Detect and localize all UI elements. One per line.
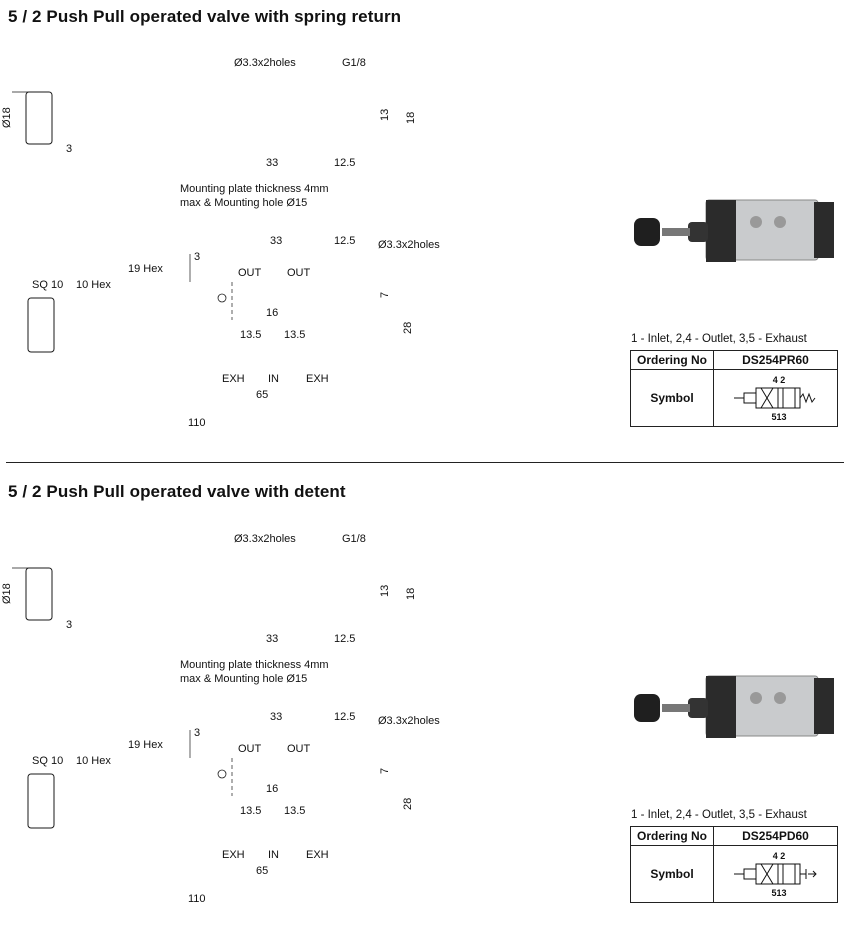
exh-port-label: EXH: [222, 373, 245, 385]
section-divider: [6, 462, 844, 463]
dim-7-label: 7: [379, 768, 391, 774]
dim-110-label: 110: [188, 417, 206, 429]
ordering-table: Ordering No DS254PR60 Symbol 4 2 513: [630, 350, 838, 427]
mounting-note: max & Mounting hole Ø15: [180, 673, 307, 685]
sq-10-label: SQ 10: [32, 755, 63, 767]
valve-symbol-cell: 4 2 513: [713, 369, 838, 427]
in-port-label: IN: [268, 373, 279, 385]
ordering-table: Ordering No DS254PD60 Symbol 4 2 513: [630, 826, 838, 903]
dim-13-5-label: 13.5: [240, 805, 261, 817]
valve-symbol-icon: 4 2 513: [733, 851, 817, 898]
mounting-note: max & Mounting hole Ø15: [180, 197, 307, 209]
side-view: 3 33 12.5 Ø3.3x2holes SQ 10 10 Hex 19 He…: [27, 235, 440, 429]
mounting-note: Mounting plate thickness 4mm: [180, 183, 329, 195]
ordering-no-value: DS254PR60: [713, 350, 838, 370]
knob-diameter-label: Ø18: [1, 583, 13, 604]
product-photo: [634, 199, 834, 262]
product-photo: [634, 675, 834, 738]
hex-19-label: 19 Hex: [128, 263, 163, 275]
ordering-no-label: Ordering No: [630, 826, 714, 846]
exh-port-label: EXH: [306, 373, 329, 385]
dim-3-label: 3: [194, 251, 200, 263]
thread-label: G1/8: [342, 533, 366, 545]
dim-3-label: 3: [194, 727, 200, 739]
dim-13-5-label: 13.5: [284, 805, 305, 817]
technical-drawing: Ø18 3 Ø3.3x2holes G1/8 13 18 33 12.5 Mou…: [1, 57, 440, 429]
dim-3-label: 3: [66, 143, 72, 155]
out-port-label: OUT: [287, 743, 311, 755]
dim-18-label: 18: [405, 112, 417, 124]
hex-10-label: 10 Hex: [76, 755, 111, 767]
hex-19-label: 19 Hex: [128, 739, 163, 751]
dim-7-label: 7: [379, 292, 391, 298]
sq-10-label: SQ 10: [32, 279, 63, 291]
symbol-bottom-ports: 513: [771, 888, 786, 898]
exh-port-label: EXH: [306, 849, 329, 861]
dim-65-label: 65: [256, 865, 268, 877]
section-title: 5 / 2 Push Pull operated valve with dete…: [8, 482, 346, 501]
holes-label: Ø3.3x2holes: [234, 57, 296, 69]
holes-label: Ø3.3x2holes: [378, 715, 440, 727]
symbol-top-ports: 4 2: [772, 851, 785, 861]
dim-33-label: 33: [270, 711, 282, 723]
dim-12-5-label: 12.5: [334, 157, 355, 169]
out-port-label: OUT: [287, 267, 311, 279]
dim-13-label: 13: [379, 585, 391, 597]
mounting-note: Mounting plate thickness 4mm: [180, 659, 329, 671]
symbol-label: Symbol: [630, 369, 714, 427]
dim-12-5-label: 12.5: [334, 633, 355, 645]
out-port-label: OUT: [238, 743, 262, 755]
valve-symbol-cell: 4 2 513: [713, 845, 838, 903]
dim-16-label: 16: [266, 307, 278, 319]
exh-port-label: EXH: [222, 849, 245, 861]
top-view: Ø18 3 Ø3.3x2holes G1/8 13 18 33 12.5 Mou…: [1, 533, 417, 685]
port-legend: 1 - Inlet, 2,4 - Outlet, 3,5 - Exhaust: [631, 333, 807, 345]
port-legend: 1 - Inlet, 2,4 - Outlet, 3,5 - Exhaust: [631, 809, 807, 821]
in-port-label: IN: [268, 849, 279, 861]
dim-65-label: 65: [256, 389, 268, 401]
dim-12-5-label: 12.5: [334, 711, 355, 723]
dim-3-label: 3: [66, 619, 72, 631]
symbol-bottom-ports: 513: [771, 412, 786, 422]
dim-110-label: 110: [188, 893, 206, 905]
technical-drawing: Ø18 3 Ø3.3x2holes G1/8 13 18 33 12.5 Mou…: [1, 533, 440, 905]
dim-28-label: 28: [402, 322, 414, 334]
knob-diameter-label: Ø18: [1, 107, 13, 128]
dim-13-label: 13: [379, 109, 391, 121]
out-port-label: OUT: [238, 267, 262, 279]
dim-33-label: 33: [270, 235, 282, 247]
section-title: 5 / 2 Push Pull operated valve with spri…: [8, 7, 402, 26]
dim-33-label: 33: [266, 157, 278, 169]
ordering-no-value: DS254PD60: [713, 826, 838, 846]
dim-12-5-label: 12.5: [334, 235, 355, 247]
dim-28-label: 28: [402, 798, 414, 810]
side-view: 3 33 12.5 Ø3.3x2holes SQ 10 10 Hex 19 He…: [27, 711, 440, 905]
dim-33-label: 33: [266, 633, 278, 645]
dim-16-label: 16: [266, 783, 278, 795]
valve-symbol-icon: 4 2 513: [733, 375, 815, 422]
holes-label: Ø3.3x2holes: [378, 239, 440, 251]
dim-13-5-label: 13.5: [240, 329, 261, 341]
symbol-top-ports: 4 2: [772, 375, 785, 385]
top-view: Ø18 3 Ø3.3x2holes G1/8 13 18 33 12.5 Mou…: [1, 57, 417, 209]
thread-label: G1/8: [342, 57, 366, 69]
hex-10-label: 10 Hex: [76, 279, 111, 291]
dim-13-5-label: 13.5: [284, 329, 305, 341]
dim-18-label: 18: [405, 588, 417, 600]
holes-label: Ø3.3x2holes: [234, 533, 296, 545]
ordering-no-label: Ordering No: [630, 350, 714, 370]
symbol-label: Symbol: [630, 845, 714, 903]
